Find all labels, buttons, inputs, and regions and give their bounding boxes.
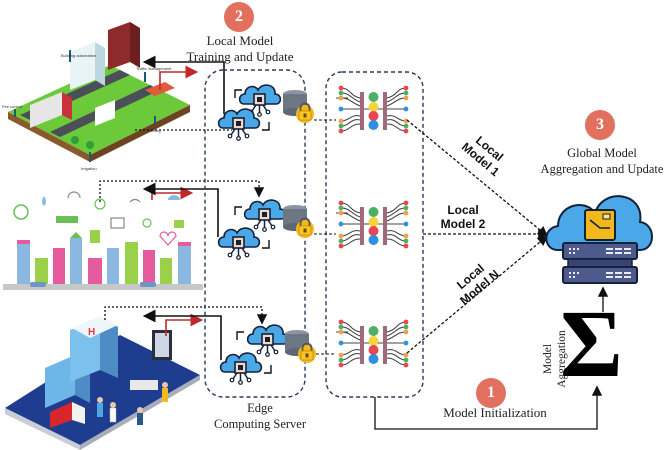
edge-server-label-line1: Edge [247,401,273,415]
step-2-title-line2: Training and Update [186,49,294,64]
edge-server-label: Edge Computing Server [205,400,315,432]
local-model-2-line2: Model 2 [440,217,486,231]
label-traffic-management: Traffic management [136,66,172,71]
svg-text:H: H [88,327,95,338]
step-2-title: Local Model Training and Update [170,33,310,65]
local-model-2-line1: Local [447,203,479,217]
step-1-badge: 1 [476,378,506,408]
edge-server-label-line2: Computing Server [213,417,306,431]
step-2-badge: 2 [224,2,254,32]
smart-city-illustration [8,22,190,162]
local-nn-1 [335,85,409,134]
step-3-title-line1: Global Model [567,146,637,160]
local-nn-2 [335,200,409,249]
step-3-title: Global Model Aggregation and Update [540,145,664,177]
edge-node-2 [217,199,315,261]
edge-node-1 [217,84,315,142]
label-parking: Parking [147,128,161,133]
local-model-2-label: Local Model 2 [428,203,498,231]
label-fire-control: Fire control [2,104,23,109]
edge-server-container [204,69,306,398]
sigma-icon: Σ [560,290,623,397]
model-aggregation-line1: Model [542,343,554,375]
edge-node-3 [219,324,317,386]
hospital-illustration: H [5,316,200,450]
step-1-title: Model Initialization [443,405,547,420]
label-building-automation: Building automation [61,53,97,58]
global-server-icon [545,195,653,284]
skyline-illustration [3,191,203,290]
step-2-title-line1: Local Model [206,33,274,48]
label-irrigation: Irrigation [81,166,97,171]
local-nn-3 [335,319,409,368]
step-3-badge: 3 [585,110,615,140]
step-3-title-line2: Aggregation and Update [540,162,664,176]
